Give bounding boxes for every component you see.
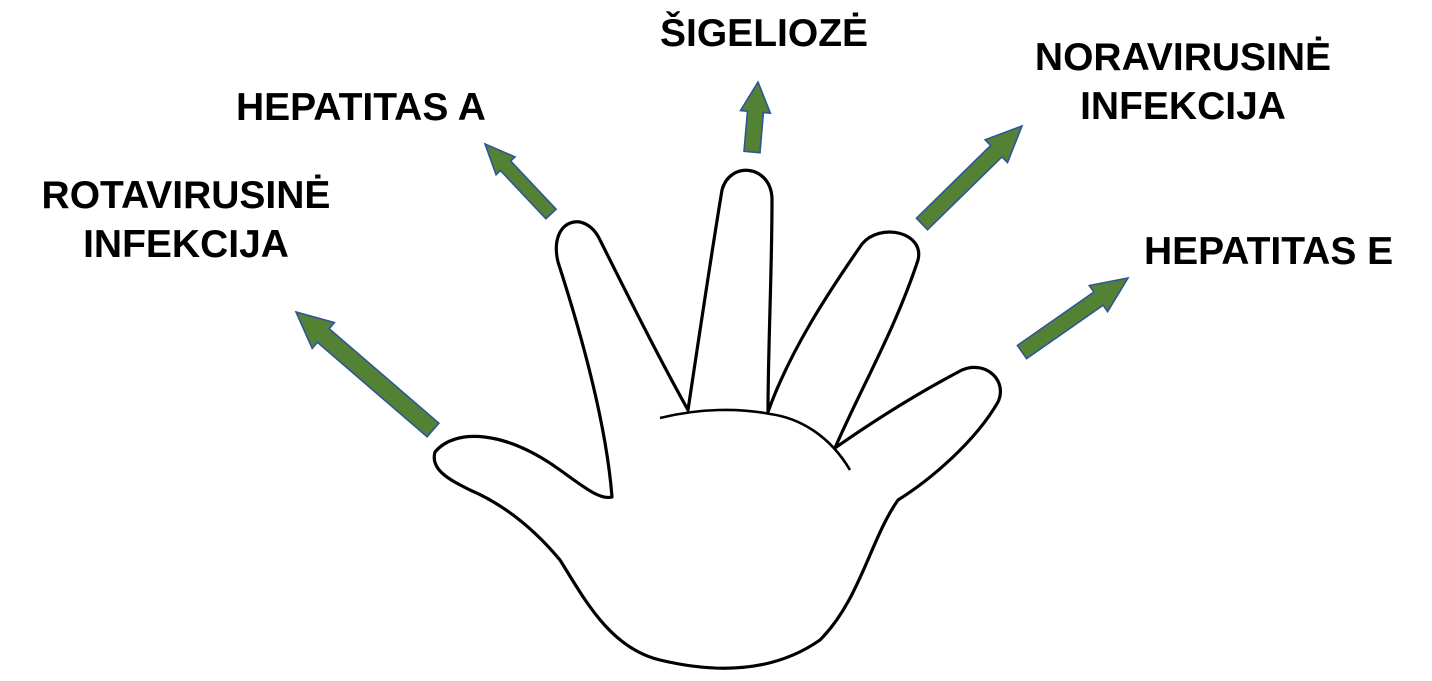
arrow-shigellosis-icon [739,80,772,154]
label-rotavirus-line-2: INFEKCIJA [83,222,289,266]
label-rotavirus-infection: ROTAVIRUSINĖ INFEKCIJA [8,172,364,270]
label-hepatitis-e: HEPATITAS E [1144,230,1394,273]
arrows [294,80,1130,438]
arrow-rotavirus-icon [294,310,441,438]
arrow-hepatitis-e-icon [1016,276,1130,360]
label-norovirus-line-1: NORAVIRUSINĖ [1034,36,1332,79]
arrow-hepatitis-a-icon [483,142,558,220]
label-shigellosis: ŠIGELIOZĖ [660,12,869,55]
label-norovirus-infection: NORAVIRUSINĖ INFEKCIJA [1010,34,1356,132]
hand-outline-icon [432,168,1002,670]
label-hepatitis-a: HEPATITAS A [236,86,486,129]
label-rotavirus-line-1: ROTAVIRUSINĖ [41,174,331,217]
label-norovirus-line-2: INFEKCIJA [1080,84,1286,128]
arrow-norovirus-icon [915,124,1024,231]
